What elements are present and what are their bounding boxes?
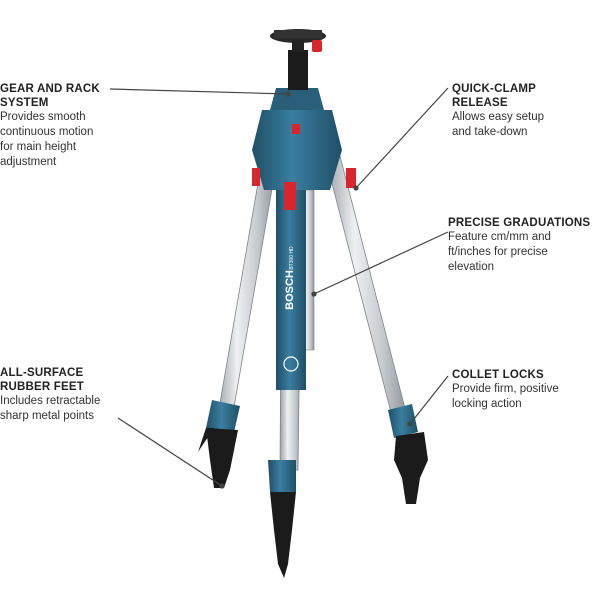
callout-title: ALL-SURFACE RUBBER FEET <box>0 367 84 393</box>
callout-title: PRECISE GRADUATIONS <box>448 217 591 229</box>
callout-description: Provides smooth continuous motion for ma… <box>0 111 94 168</box>
callout-description: Allows easy setup and take-down <box>452 111 545 138</box>
brand-logo-icon <box>283 356 299 372</box>
left-rubber-foot <box>206 428 238 488</box>
quick-clamp-lever <box>346 168 356 188</box>
leader-quick-clamp <box>355 87 449 189</box>
column-crank <box>284 182 296 210</box>
callout-collet-locks: COLLET LOCKS Provide firm, positive lock… <box>452 368 597 412</box>
left-leg-clamp <box>252 168 260 186</box>
callout-graduations: PRECISE GRADUATIONS Feature cm/mm and ft… <box>448 216 600 275</box>
right-leg <box>325 155 428 504</box>
front-rubber-foot <box>270 492 296 578</box>
left-leg <box>198 159 277 488</box>
brand-label: BOSCH <box>284 270 296 310</box>
leader-lines <box>109 87 449 489</box>
leader-rubber-feet <box>117 417 223 487</box>
leader-graduations <box>313 231 449 295</box>
right-rubber-foot <box>394 432 428 504</box>
callout-title: COLLET LOCKS <box>452 369 544 381</box>
callout-description: Provide firm, positive locking action <box>452 383 559 410</box>
callout-description: Feature cm/mm and ft/inches for precise … <box>448 231 551 273</box>
leader-gear-rack <box>109 88 289 95</box>
callout-title: GEAR AND RACK SYSTEM <box>0 83 100 109</box>
model-label: BT300 HD <box>289 246 295 270</box>
leader-collet-locks <box>409 375 449 425</box>
callout-quick-clamp: QUICK-CLAMP RELEASE Allows easy setup an… <box>452 82 597 140</box>
callout-description: Includes retractable sharp metal points <box>0 395 101 422</box>
top-red-knob <box>312 40 322 52</box>
callout-title: QUICK-CLAMP RELEASE <box>452 83 536 109</box>
callout-gear-rack: GEAR AND RACK SYSTEM Provides smooth con… <box>0 82 150 170</box>
callout-rubber-feet: ALL-SURFACE RUBBER FEET Includes retract… <box>0 366 150 424</box>
